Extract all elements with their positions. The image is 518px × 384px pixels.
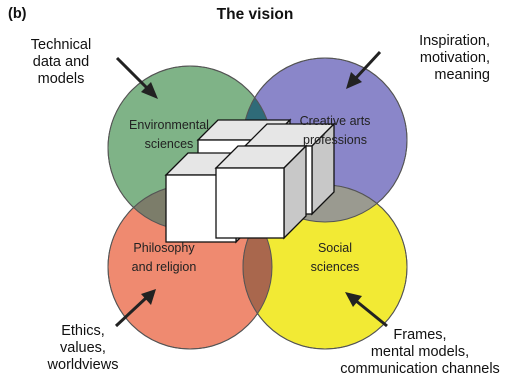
corner-bottom-left: Ethics,values,worldviews <box>47 323 119 373</box>
panel-label: (b) <box>8 6 27 22</box>
diagram-title: The vision <box>216 6 294 23</box>
arrow-bottom-right <box>345 292 388 328</box>
cube-front-right <box>214 144 308 240</box>
corner-top-right: Inspiration,motivation,meaning <box>419 33 490 83</box>
corner-bottom-right: Frames,mental models,communication chann… <box>340 327 500 377</box>
arrow-top-right <box>346 50 382 89</box>
cube-cluster <box>164 118 336 244</box>
arrow-bottom-left <box>114 289 156 328</box>
arrow-top-left <box>115 56 158 99</box>
